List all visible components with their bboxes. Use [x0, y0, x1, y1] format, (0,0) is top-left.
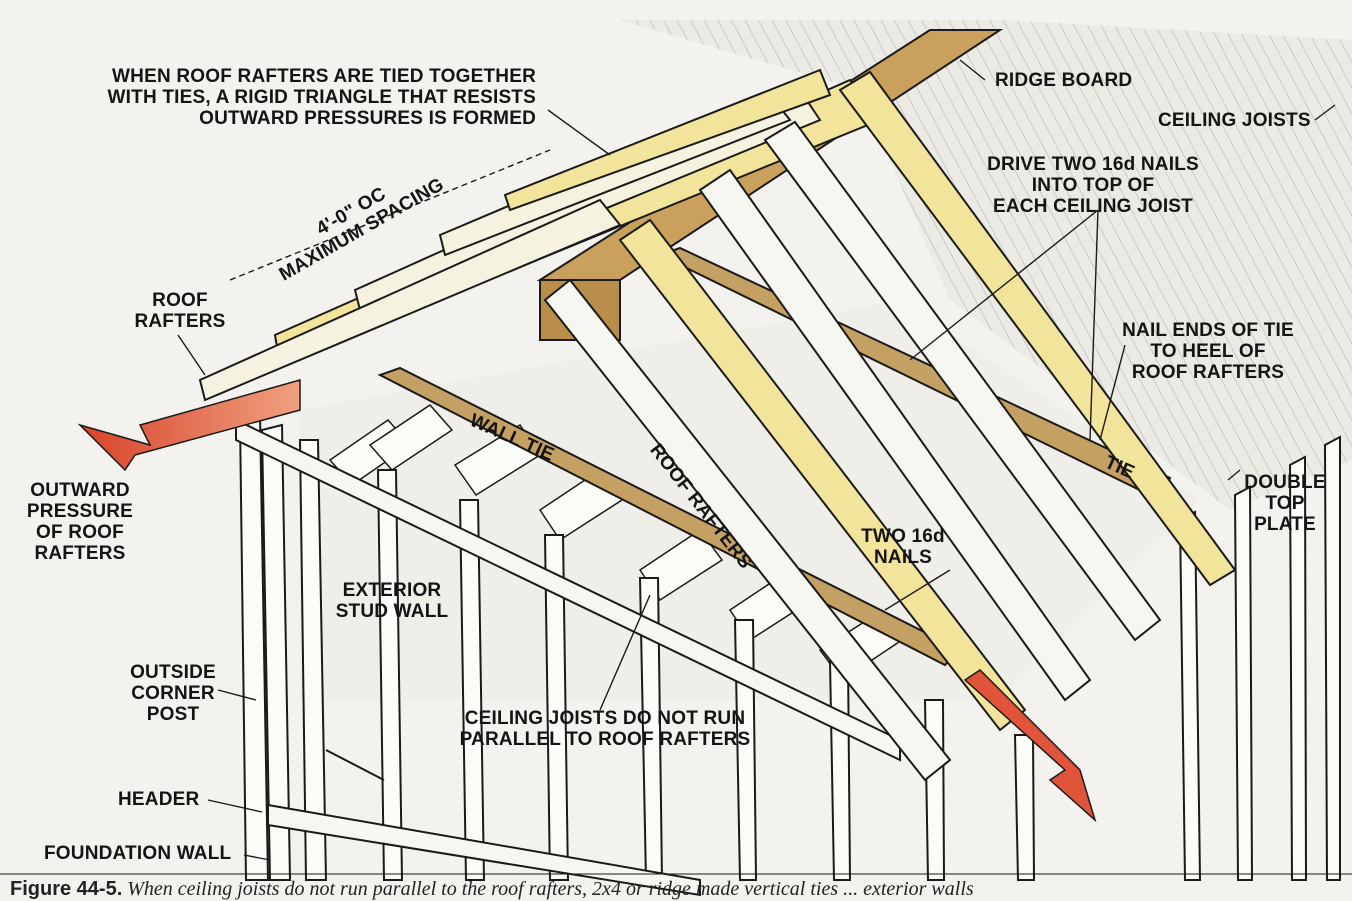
label-ceiling-joists: CEILING JOISTS — [1158, 110, 1311, 131]
label-exterior-stud-wall: EXTERIOR STUD WALL — [335, 580, 449, 622]
label-double-top-plate: DOUBLE TOP PLATE — [1244, 472, 1326, 535]
label-rigid-triangle: WHEN ROOF RAFTERS ARE TIED TOGETHER WITH… — [107, 66, 536, 129]
exterior-stud-wall — [235, 413, 1036, 897]
label-header: HEADER — [118, 789, 200, 810]
figure-caption: Figure 44-5. When ceiling joists do not … — [10, 878, 1340, 901]
label-nail-ends: NAIL ENDS OF TIE TO HEEL OF ROOF RAFTERS — [1122, 320, 1294, 383]
leader-lines — [177, 59, 1336, 861]
label-two-nails: TWO 16d NAILS — [861, 526, 945, 568]
figure-number: Figure 44-5. — [10, 878, 123, 900]
label-outward-pressure: OUTWARD PRESSURE OF ROOF RAFTERS — [26, 480, 134, 564]
label-ridge-board: RIDGE BOARD — [995, 70, 1133, 91]
outward-pressure-arrows — [77, 379, 1097, 823]
label-ceiling-joists-not-parallel: CEILING JOISTS DO NOT RUN PARALLEL TO RO… — [459, 708, 751, 750]
label-roof-rafters-left: ROOF RAFTERS — [134, 290, 226, 332]
caption-text: When ceiling joists do not run parallel … — [127, 878, 974, 900]
back-rafters — [543, 70, 1237, 782]
front-rafters — [198, 68, 882, 402]
label-foundation-wall: FOUNDATION WALL — [44, 843, 232, 864]
end-wall-studs — [1178, 435, 1341, 881]
label-outside-corner-post: OUTSIDE CORNER POST — [130, 662, 216, 725]
label-drive-nails: DRIVE TWO 16d NAILS INTO TOP OF EACH CEI… — [987, 154, 1199, 217]
